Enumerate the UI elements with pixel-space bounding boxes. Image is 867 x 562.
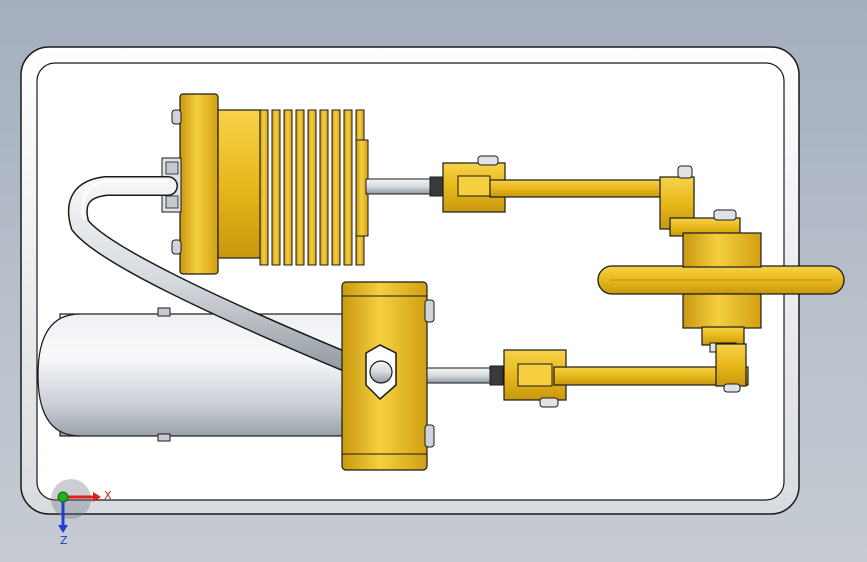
cooling-fin-cylinder[interactable] [161, 93, 369, 275]
cooling-fin [307, 109, 317, 266]
cooling-fin [319, 109, 329, 266]
y-axis-dot [57, 491, 69, 503]
cooling-fin [343, 109, 353, 266]
crank[interactable] [669, 209, 762, 353]
x-axis-label: X [104, 489, 112, 502]
piston-rod[interactable] [426, 365, 504, 386]
connecting-rod-upper[interactable] [442, 155, 695, 230]
power-cylinder-block[interactable] [341, 281, 435, 471]
displacer-rod[interactable] [365, 176, 445, 197]
orientation-triad: X Z [51, 479, 112, 547]
cooling-fin [259, 109, 269, 266]
flywheel[interactable] [597, 265, 845, 295]
z-axis-label: Z [60, 534, 68, 547]
transfer-tube[interactable] [67, 176, 390, 386]
connecting-rod-lower[interactable] [503, 343, 749, 408]
cooling-fin [283, 109, 293, 266]
hot-cylinder[interactable] [37, 307, 351, 442]
cooling-fin [271, 109, 281, 266]
cooling-fin [331, 109, 341, 266]
cooling-fin [295, 109, 305, 266]
